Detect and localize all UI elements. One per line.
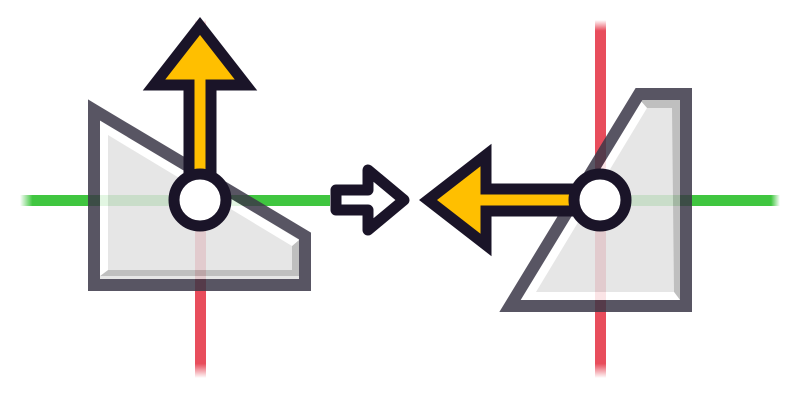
- left-arrow-icon: [419, 143, 581, 257]
- right-panel: [419, 20, 780, 378]
- up-arrow-icon: [142, 17, 258, 181]
- right-arrow-icon: [330, 164, 410, 236]
- right-pivot-icon: [568, 168, 632, 232]
- left-pivot-icon: [168, 168, 232, 232]
- left-panel: [20, 17, 330, 378]
